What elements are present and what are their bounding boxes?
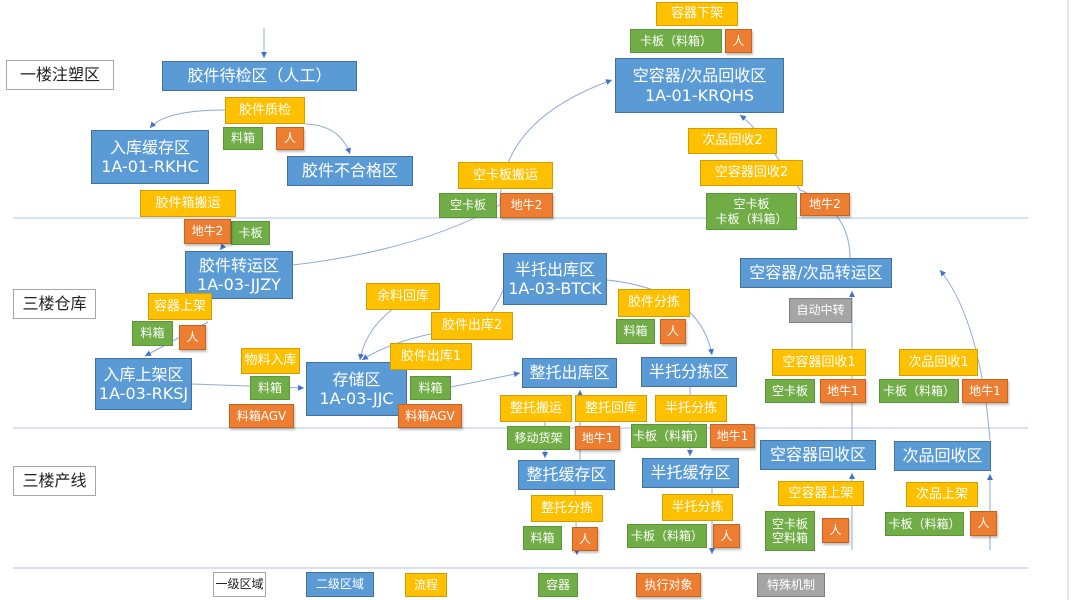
zone-half-pallet-cache[interactable]: 半托缓存区 [642,458,739,488]
process-full-sort: 整托分拣 [531,495,603,522]
zone-inspection[interactable]: 胶件待检区（人工） [162,61,357,91]
process-box-move: 胶件箱搬运 [140,190,236,217]
zone-rksj[interactable]: 入库上架区 1A-03-RKSJ [95,358,192,410]
process-unload: 容器下架 [656,2,738,26]
floor-label-3f-warehouse: 三楼仓库 [13,289,96,319]
container-pallet-box: 卡板（料箱） [631,424,707,448]
process-full-return: 整托回库 [575,395,647,422]
executor-person: 人 [660,319,686,344]
container-box: 料箱 [410,376,451,400]
executor-pallet-jack-2: 地牛2 [184,219,231,244]
process-empty-2: 空容器回收2 [700,160,803,186]
container-mobile-rack: 移动货架 [507,426,570,450]
floor-label-1f-molding: 一楼注塑区 [6,60,114,90]
executor-person: 人 [725,29,752,53]
executor-pallet-jack-1: 地牛1 [575,426,620,450]
legend-level2-zone: 二级区域 [306,572,374,597]
container-box: 料箱 [223,127,263,150]
container-box: 料箱 [616,319,655,344]
executor-person: 人 [713,524,740,548]
container-box: 料箱 [250,376,290,400]
executor-pallet-jack-2: 地牛2 [800,193,850,216]
zone-defect-recycle[interactable]: 次品回收区 [894,441,991,471]
process-material-in: 物料入库 [241,348,300,374]
container-pallet-box: 卡板（料箱） [630,29,722,53]
process-defect-shelve: 次品上架 [906,482,978,507]
executor-box-agv: 料箱AGV [398,404,462,428]
legend-special: 特殊机制 [757,573,825,597]
executor-pallet-jack-2: 地牛2 [500,193,553,218]
floor-label-3f-line: 三楼产线 [13,466,96,496]
container-box: 料箱 [132,321,173,346]
container-empty-pallet-box: 空卡板 卡板（料箱） [706,193,797,230]
process-half-sort-1: 半托分拣 [655,395,727,422]
executor-person: 人 [572,527,598,551]
executor-pallet-jack-1: 地牛1 [962,379,1008,403]
process-qc: 胶件质检 [225,97,305,124]
process-half-sort-2: 半托分拣 [662,494,733,521]
container-empty-pallet-box: 空卡板 空料箱 [765,511,815,551]
executor-box-agv: 料箱AGV [229,404,294,428]
zone-btck[interactable]: 半托出库区 1A-03-BTCK [503,253,607,305]
process-empty-1: 空容器回收1 [772,349,866,376]
process-empty-shelve: 空容器上架 [778,481,864,506]
zone-rkhc[interactable]: 入库缓存区 1A-01-RKHC [91,130,209,184]
zone-transfer[interactable]: 空容器/次品转运区 [740,258,892,288]
process-sort: 胶件分拣 [618,289,690,317]
special-auto-transfer: 自动中转 [789,298,852,323]
process-out-1: 胶件出库1 [390,343,472,370]
legend-executor: 执行对象 [636,573,701,597]
executor-person: 人 [822,518,849,543]
executor-person: 人 [276,127,304,150]
container-pallet: 卡板 [231,221,270,245]
container-empty-pallet: 空卡板 [439,193,497,218]
process-shelve: 容器上架 [148,293,212,320]
legend-level1-zone: 一级区域 [213,572,266,597]
legend-process: 流程 [405,573,447,597]
container-pallet-box: 卡板（料箱） [879,379,959,403]
container-pallet-box: 卡板（料箱） [627,524,707,548]
process-remainder: 余料回库 [366,283,440,310]
zone-empty-recycle[interactable]: 空容器回收区 [760,440,876,470]
legend-container: 容器 [538,573,578,597]
container-pallet-box: 卡板（料箱） [885,512,964,536]
zone-half-pallet-sort[interactable]: 半托分拣区 [641,357,737,387]
container-box: 料箱 [523,526,562,550]
executor-pallet-jack-1: 地牛1 [710,424,755,448]
process-defect-2: 次品回收2 [688,128,777,154]
executor-person: 人 [970,511,997,536]
executor-pallet-jack-1: 地牛1 [820,379,866,403]
process-defect-1: 次品回收1 [899,349,978,376]
executor-person: 人 [179,325,206,350]
container-empty-pallet: 空卡板 [765,379,815,403]
zone-jjzy[interactable]: 胶件转运区 1A-03-JJZY [185,251,293,299]
zone-reject[interactable]: 胶件不合格区 [287,156,413,186]
process-full-move: 整托搬运 [500,395,572,422]
zone-full-pallet-cache[interactable]: 整托缓存区 [518,460,615,490]
zone-storage[interactable]: 存储区 1A-03-JJC [306,362,407,416]
process-pallet-move: 空卡板搬运 [458,162,553,189]
zone-krqhs[interactable]: 空容器/次品回收区 1A-01-KRQHS [615,58,784,113]
process-out-2: 胶件出库2 [431,312,513,340]
zone-full-pallet-out[interactable]: 整托出库区 [522,358,617,388]
